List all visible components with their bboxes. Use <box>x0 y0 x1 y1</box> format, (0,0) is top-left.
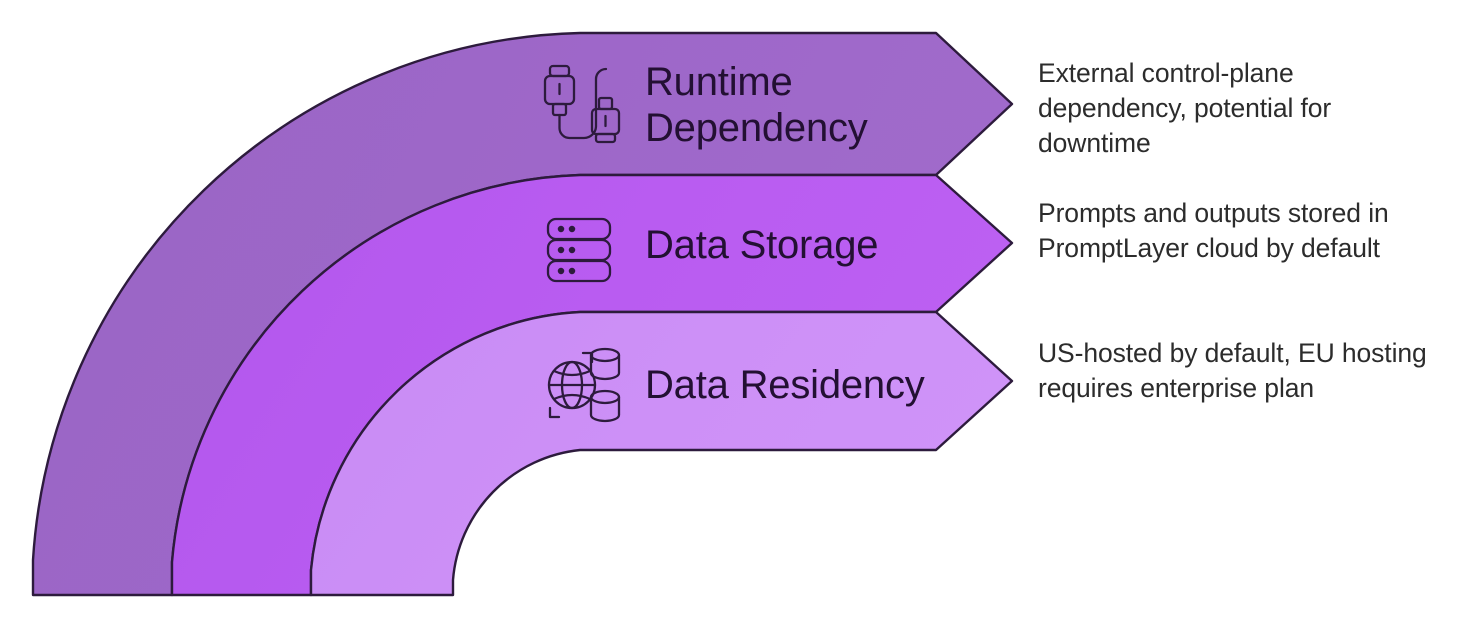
band-label-data-residency: Data Residency <box>645 363 925 407</box>
band-label-data-storage: Data Storage <box>645 223 879 267</box>
usb-cable-icon <box>543 64 621 144</box>
band-label-runtime-dependency: Runtime Dependency <box>645 60 868 151</box>
description-runtime-dependency: External control-plane dependency, poten… <box>1038 58 1332 159</box>
globe-data-residency-icon <box>547 347 621 423</box>
description-data-storage: Prompts and outputs stored in PromptLaye… <box>1038 198 1389 264</box>
band-data-residency <box>309 310 1014 597</box>
database-stack-icon <box>546 217 612 283</box>
description-data-residency: US-hosted by default, EU hosting require… <box>1038 338 1427 404</box>
